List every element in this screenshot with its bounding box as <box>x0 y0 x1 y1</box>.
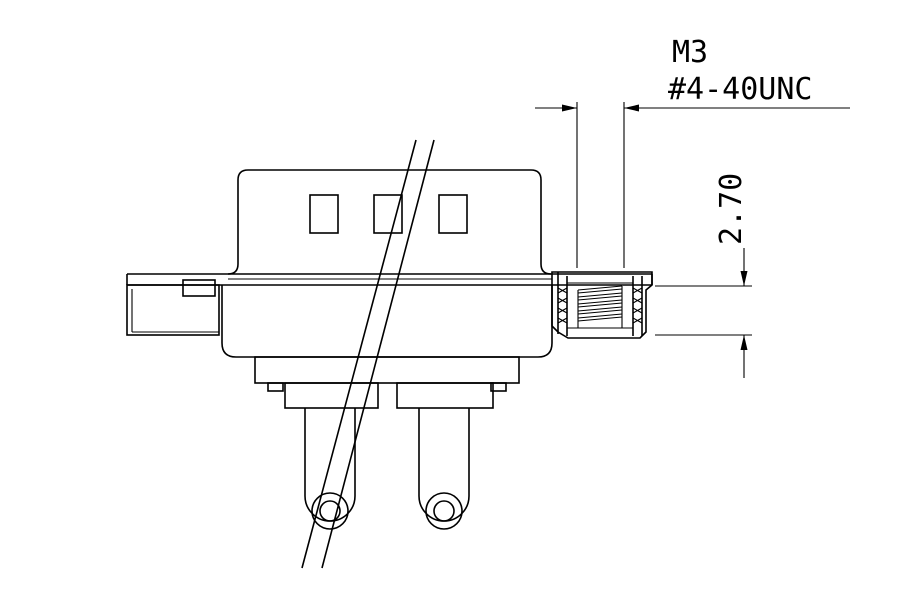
thread-metric-label: M3 <box>672 35 708 70</box>
left-cup-outer-ring <box>311 492 349 530</box>
pin-block-step-right <box>490 382 507 392</box>
right-cup-hole <box>433 500 455 522</box>
left-contact-housing <box>284 382 379 409</box>
window-2 <box>373 194 403 234</box>
right-solder-cup <box>418 408 470 522</box>
left-latch-body <box>126 284 220 336</box>
break-line-1 <box>301 139 417 569</box>
left-latch-tab <box>182 279 216 297</box>
upper-shell <box>237 169 552 275</box>
right-contact-housing <box>396 382 494 409</box>
break-line-2 <box>321 139 435 569</box>
upper-shell-left-fillet <box>227 263 239 275</box>
height-dimension-value: 2.70 <box>714 173 749 245</box>
threaded-insert <box>551 271 653 339</box>
arrow-left <box>562 104 577 112</box>
window-1 <box>309 194 339 234</box>
arrow-right <box>624 104 639 112</box>
pin-block-step-left <box>267 382 284 392</box>
thread-unc-label: #4-40UNC <box>668 72 813 107</box>
pin-block-upper <box>254 356 520 384</box>
arrow-up <box>740 335 748 350</box>
window-3 <box>438 194 468 234</box>
right-cup-outer-ring <box>425 492 463 530</box>
arrow-down <box>740 271 748 286</box>
left-cup-hole <box>319 500 341 522</box>
